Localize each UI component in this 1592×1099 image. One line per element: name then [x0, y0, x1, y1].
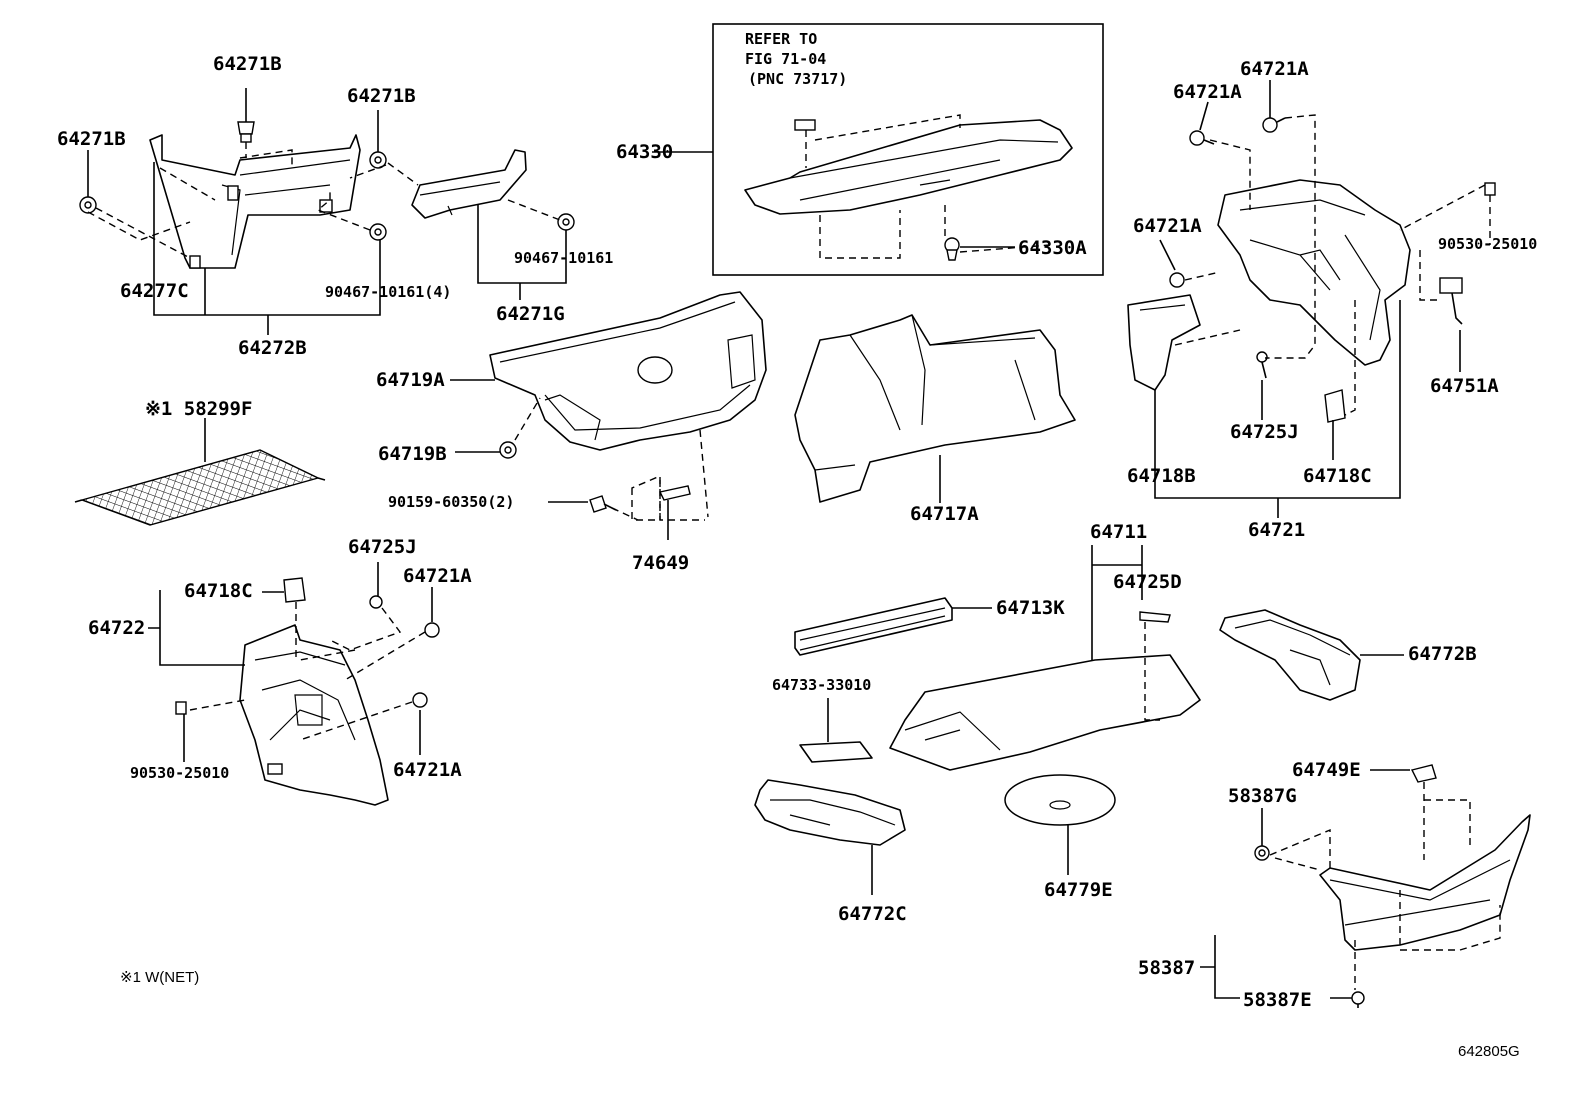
label-64721A: 64721A: [1173, 81, 1242, 103]
label-64721A: 64721A: [403, 565, 472, 587]
part-64718C-right: [1324, 389, 1346, 423]
label-58387E: 58387E: [1243, 989, 1312, 1011]
clip-64725J-left: [369, 595, 383, 609]
clip-58387G: [1254, 845, 1270, 861]
refer-note-line-2: FIG 71-04: [745, 50, 826, 68]
label-90530-25010: 90530-25010: [1438, 235, 1537, 253]
part-64713K: [794, 597, 953, 656]
label-64721A: 64721A: [393, 759, 462, 781]
clip-64721A-left-bot: [412, 692, 428, 708]
clip-90467-left: [369, 223, 387, 241]
clip-64719B: [499, 441, 517, 459]
part-64711-group: [794, 545, 1201, 771]
clip-90467-right: [557, 213, 575, 231]
label-64272B: 64272B: [238, 337, 307, 359]
clip-64330A: [944, 237, 960, 261]
clip-90530-right: [1484, 182, 1496, 196]
label-90159-60350-2: 90159-60350(2): [388, 493, 514, 511]
part-64272B-group: [79, 88, 387, 335]
clip-64721A-top-a: [1189, 130, 1215, 146]
label-64330A: 64330A: [1018, 237, 1087, 259]
label-64271G: 64271G: [496, 303, 565, 325]
clip-64725J-right: [1256, 351, 1268, 379]
label-64725D: 64725D: [1113, 571, 1182, 593]
clip-64749E: [1410, 764, 1437, 783]
label-64719A: 64719A: [376, 369, 445, 391]
part-64772B-group: [1219, 609, 1404, 701]
footnote: ※1 W(NET): [120, 969, 199, 986]
part-64717A-trim: [794, 314, 1076, 503]
label-64772C: 64772C: [838, 903, 907, 925]
part-58387-trim: [1319, 814, 1531, 951]
label-64330: 64330: [616, 141, 673, 163]
part-64772C: [754, 779, 906, 846]
label-74649: 74649: [632, 552, 689, 574]
label-64779E: 64779E: [1044, 879, 1113, 901]
label-64717A: 64717A: [910, 503, 979, 525]
part-64330-group: [652, 114, 1073, 261]
part-64721-group: [1127, 80, 1496, 518]
label-90467-10161: 90467-10161: [514, 249, 613, 267]
clip-58387E: [1351, 991, 1365, 1008]
reference-box: [712, 23, 1104, 276]
label-64725J: 64725J: [348, 536, 417, 558]
part-64733-33010-pad: [799, 741, 873, 763]
part-64718B: [1127, 294, 1201, 391]
clip-64721A-top-b: [1262, 117, 1286, 133]
label-64725J: 64725J: [1230, 421, 1299, 443]
label-64718B: 64718B: [1127, 465, 1196, 487]
part-64718C-left: [283, 577, 306, 603]
labels: 64271B 64271B 64271B 64277C 90467-10161(…: [57, 30, 1537, 1060]
label-64733-33010: 64733-33010: [772, 676, 871, 694]
label-64271B: 64271B: [57, 128, 126, 150]
label-64719B: 64719B: [378, 443, 447, 465]
part-64719A-group: [450, 291, 767, 521]
label-64722: 64722: [88, 617, 145, 639]
part-64772C-group: [754, 779, 906, 895]
label-90467-10161-4: 90467-10161(4): [325, 283, 451, 301]
part-64271G-group: [387, 149, 575, 300]
label-64711: 64711: [1090, 521, 1147, 543]
part-64271G: [411, 149, 527, 219]
part-58387-group: [1200, 764, 1531, 1008]
refer-note-line-1: REFER TO: [745, 30, 817, 48]
label-58387: 58387: [1138, 957, 1195, 979]
screw-90159: [589, 495, 617, 513]
label-64751A: 64751A: [1430, 375, 1499, 397]
diagram-code: 642805G: [1458, 1043, 1520, 1060]
label-64713K: 64713K: [996, 597, 1065, 619]
label-64721A: 64721A: [1133, 215, 1202, 237]
refer-note-line-3: (PNC 73717): [748, 70, 847, 88]
part-64722-group: [148, 562, 440, 806]
clip-64271B-right: [369, 151, 387, 169]
clip-64721A-left-top: [424, 622, 440, 638]
label-64718C: 64718C: [1303, 465, 1372, 487]
part-64751A: [1439, 277, 1463, 325]
clip-90530-left: [175, 701, 187, 715]
label-58299F: ※1 58299F: [145, 398, 252, 420]
clip-64721A-mid: [1169, 272, 1185, 288]
label-90530-25010: 90530-25010: [130, 764, 229, 782]
label-64277C: 64277C: [120, 280, 189, 302]
label-64271B: 64271B: [347, 85, 416, 107]
clip-64271B-top: [237, 88, 255, 143]
part-64711-board: [889, 654, 1201, 771]
label-58387G: 58387G: [1228, 785, 1297, 807]
label-64721A: 64721A: [1240, 58, 1309, 80]
part-64772B: [1219, 609, 1361, 701]
label-64271B: 64271B: [213, 53, 282, 75]
part-58299F-net: [74, 418, 326, 526]
part-64721-main: [1217, 179, 1411, 366]
part-74649-group: [548, 474, 691, 540]
part-64330-shelf: [744, 119, 1073, 215]
label-64718C: 64718C: [184, 580, 253, 602]
label-64749E: 64749E: [1292, 759, 1361, 781]
part-64717A-group: [794, 314, 1076, 503]
label-64772B: 64772B: [1408, 643, 1477, 665]
clip-64271B-left: [79, 196, 97, 214]
label-64721: 64721: [1248, 519, 1305, 541]
part-64779E-disc: [1004, 774, 1116, 875]
